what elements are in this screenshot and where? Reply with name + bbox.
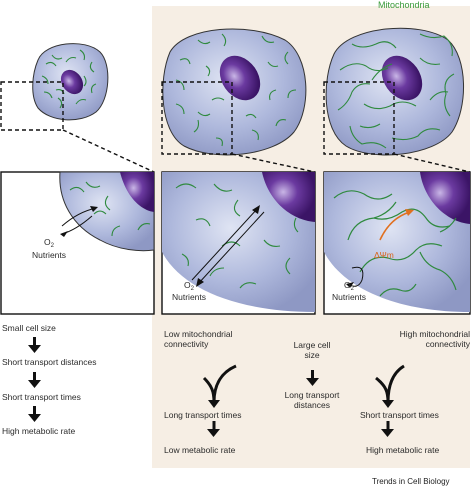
left-nutrients-label: Nutrients <box>32 250 67 260</box>
delta-psi-label: ΔΨm <box>374 250 394 260</box>
right-nucleus <box>381 55 423 101</box>
flow-arrows <box>28 337 405 437</box>
middle-transport-arrow <box>191 207 259 281</box>
membrane-potential-arrow <box>379 211 411 241</box>
small-cell <box>32 43 109 121</box>
middle-nucleus <box>219 55 261 101</box>
right-cell-mitochondria <box>337 33 455 149</box>
small-cell-mitochondria <box>41 49 97 109</box>
left-flow-step-3: Short transport times <box>2 392 81 402</box>
zoom-indicators <box>0 81 471 173</box>
small-nucleus <box>60 69 84 95</box>
footer-journal: Trends in Cell Biology <box>372 477 450 486</box>
right-nutrients-label: Nutrients <box>332 292 367 302</box>
middle-cell-mitochondria <box>175 33 297 147</box>
left-zoom-panel <box>0 171 155 315</box>
left-flow-step-4: High metabolic rate <box>2 426 76 436</box>
center-size-label: Large cell size <box>293 340 331 360</box>
right-rate-label: High metabolic rate <box>366 445 440 455</box>
center-distances-label: Long transport distances <box>284 390 340 410</box>
large-cell-low-connectivity <box>162 28 307 156</box>
left-o2-label: O2 <box>44 237 54 249</box>
left-flow-step-2: Short transport distances <box>2 357 97 367</box>
middle-times-label: Long transport times <box>164 410 242 420</box>
legend-mitochondria: Mitochondria <box>378 0 430 10</box>
right-o2-label: O2 <box>344 280 354 292</box>
middle-connectivity-label: Low mitochondrial connectivity <box>164 329 233 349</box>
right-transport-arrow <box>347 266 364 287</box>
middle-zoom-panel <box>161 171 316 315</box>
right-zoom-panel <box>323 171 471 315</box>
left-flow-step-1: Small cell size <box>2 323 56 333</box>
middle-nutrients-label: Nutrients <box>172 292 207 302</box>
middle-o2-label: O2 <box>184 280 194 292</box>
middle-rate-label: Low metabolic rate <box>164 445 236 455</box>
right-connectivity-label: High mitochondrial connectivity <box>399 329 470 349</box>
large-cell-high-connectivity <box>325 27 465 156</box>
right-times-label: Short transport times <box>360 410 439 420</box>
